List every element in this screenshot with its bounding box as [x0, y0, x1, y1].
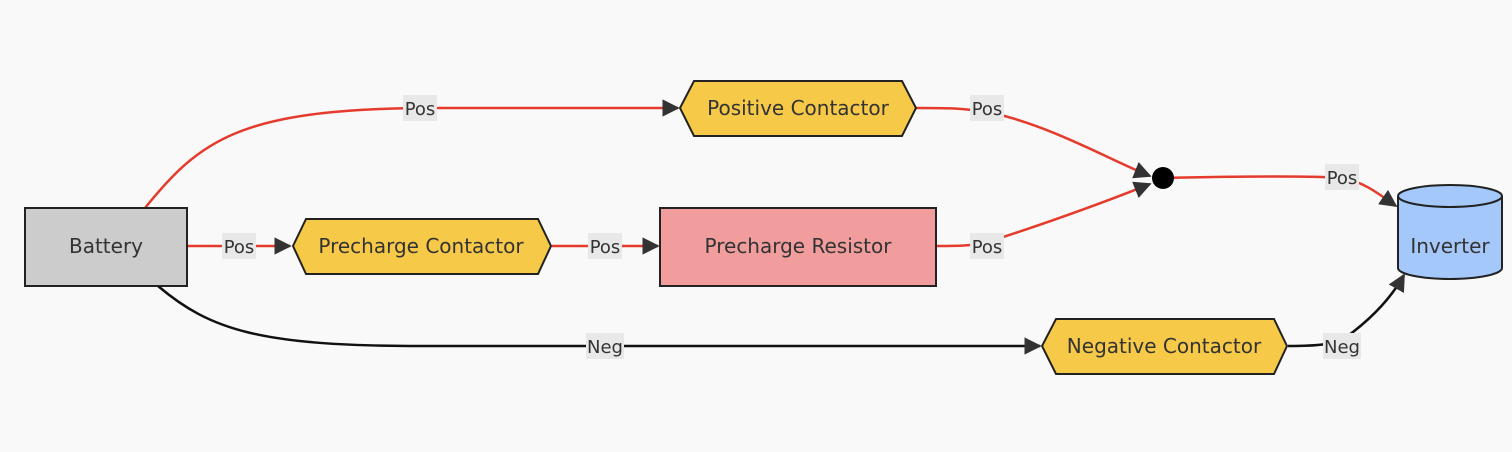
edge-label-text: Pos [972, 99, 1003, 120]
edge-label-background [1325, 164, 1359, 190]
edge-label-text: Pos [972, 237, 1003, 258]
battery-label: Battery [69, 234, 143, 258]
precharge-resistor-label: Precharge Resistor [705, 234, 893, 258]
edge-battery-positive-contactor [144, 99, 680, 209]
node-precharge-resistor[interactable]: Precharge Resistor [659, 207, 937, 287]
node-inverter[interactable]: Inverter [1397, 184, 1503, 280]
negative-contactor-label: Negative Contactor [1067, 334, 1262, 358]
edge-label-background [588, 233, 622, 259]
edge-label-text: Neg [587, 337, 623, 358]
edge-label-positive-contactor-junction: Pos [970, 95, 1004, 121]
edge-label-background [586, 333, 624, 359]
edge-label-background [222, 233, 256, 259]
edge-label-negative-contactor-inverter: Neg [1323, 333, 1361, 359]
edge-labels: Pos Pos Pos Pos Pos Pos Neg Neg [222, 95, 1361, 359]
edge-label-battery-negative-contactor: Neg [586, 333, 624, 359]
negative-contactor-hexagon [1040, 318, 1289, 375]
edge-label-battery-positive-contactor: Pos [403, 95, 437, 121]
positive-contactor-hexagon [678, 80, 918, 137]
nodes: Battery Positive Contactor Precharge Con… [24, 80, 1503, 375]
edge-label-background [970, 233, 1004, 259]
edge-label-text: Neg [1324, 337, 1360, 358]
edge-label-precharge-contactor-resistor: Pos [588, 233, 622, 259]
edge-label-text: Pos [1327, 168, 1358, 189]
node-negative-contactor[interactable]: Negative Contactor [1040, 318, 1289, 375]
inverter-label: Inverter [1410, 234, 1490, 258]
precharge-contactor-hexagon [291, 218, 553, 275]
edge-positive-contactor-junction [915, 106, 1152, 179]
precharge-contactor-label: Precharge Contactor [318, 234, 524, 258]
inverter-cylinder-top [1397, 184, 1503, 208]
edge-battery-negative-contactor [157, 285, 1042, 355]
edge-label-junction-inverter: Pos [1325, 164, 1359, 190]
battery-box [24, 207, 188, 287]
edge-label-background [403, 95, 437, 121]
edge-label-background [1323, 333, 1361, 359]
edge-label-text: Pos [590, 237, 621, 258]
node-precharge-contactor[interactable]: Precharge Contactor [291, 218, 553, 275]
edge-label-text: Pos [405, 99, 436, 120]
edge-label-text: Pos [224, 237, 255, 258]
positive-contactor-label: Positive Contactor [707, 96, 890, 120]
node-battery[interactable]: Battery [24, 207, 188, 287]
node-positive-contactor[interactable]: Positive Contactor [678, 80, 918, 137]
edge-label-battery-precharge-contactor: Pos [222, 233, 256, 259]
precharge-resistor-box [659, 207, 937, 287]
inverter-cylinder-body [1397, 196, 1503, 280]
junction-node[interactable] [1152, 167, 1174, 189]
edge-label-background [970, 95, 1004, 121]
edge-label-resistor-junction: Pos [970, 233, 1004, 259]
edge-resistor-junction [935, 181, 1152, 248]
